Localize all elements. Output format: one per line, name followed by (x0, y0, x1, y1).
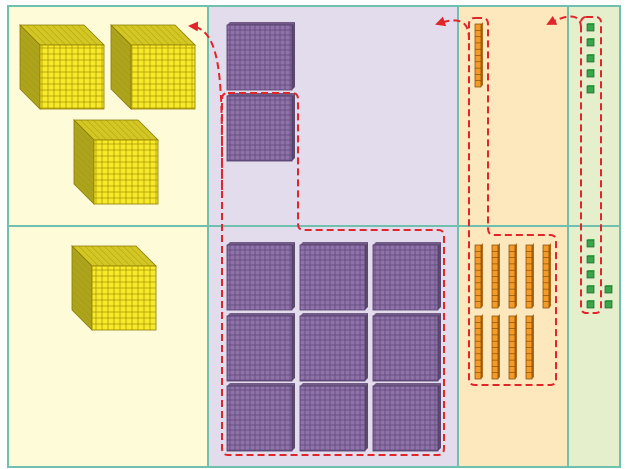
ten-rod-icon (492, 314, 500, 379)
unit-cube-icon (587, 255, 595, 263)
hundred-flat-icon (300, 383, 368, 451)
hundred-flat-icon (227, 383, 295, 451)
ten-rod-icon (526, 243, 534, 308)
hundred-flat-icon (300, 313, 368, 381)
unit-cube-icon (587, 270, 595, 278)
hundred-flat-icon (227, 313, 295, 381)
thousand-cube-icon (20, 25, 104, 109)
tens-column (458, 6, 568, 467)
hundred-flat-icon (227, 242, 295, 310)
ten-rod-icon (492, 243, 500, 308)
hundred-flat-icon (373, 383, 441, 451)
ten-rod-icon (475, 243, 483, 308)
hundred-flat-icon (300, 242, 368, 310)
unit-cube-icon (587, 23, 595, 31)
ten-rod-icon (509, 243, 517, 308)
unit-cube-icon (587, 85, 595, 93)
unit-cube-icon (605, 285, 613, 293)
hundred-flat-icon (227, 22, 295, 90)
thousand-cube-icon (111, 25, 195, 109)
hundred-flat-icon (373, 242, 441, 310)
ten-rod-icon (509, 314, 517, 379)
ten-rod-icon (475, 22, 483, 87)
unit-cube-icon (587, 285, 595, 293)
ten-rod-icon (543, 243, 551, 308)
unit-cube-icon (587, 300, 595, 308)
unit-cube-icon (587, 69, 595, 77)
ten-rod-icon (526, 314, 534, 379)
hundred-flat-icon (227, 93, 295, 161)
ten-rod-icon (475, 314, 483, 379)
thousand-cube-icon (72, 246, 156, 330)
unit-cube-icon (587, 54, 595, 62)
unit-cube-icon (587, 38, 595, 46)
thousand-cube-icon (74, 120, 158, 204)
hundred-flat-icon (373, 313, 441, 381)
unit-cube-icon (587, 239, 595, 247)
unit-cube-icon (605, 300, 613, 308)
